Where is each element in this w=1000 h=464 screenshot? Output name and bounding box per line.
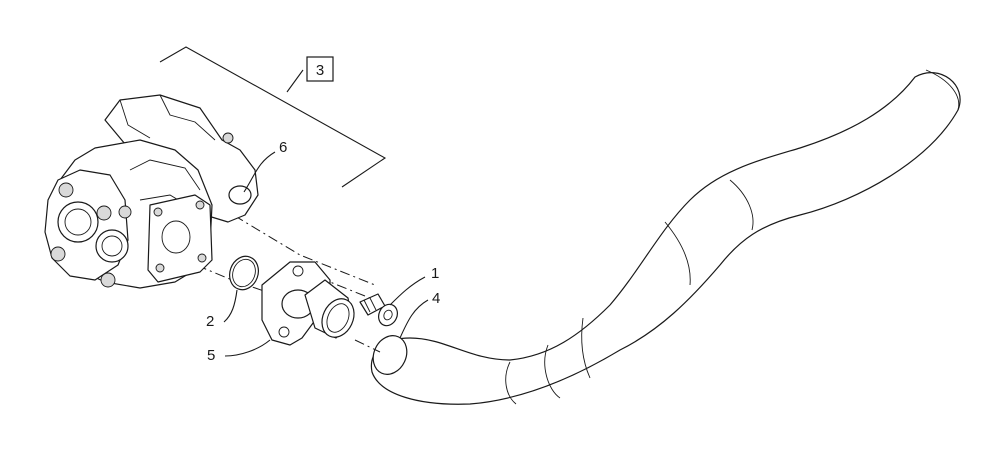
- callout-leaders: [223, 151, 429, 357]
- callout-1[interactable]: 1: [431, 265, 439, 282]
- callout-6[interactable]: 6: [279, 139, 287, 156]
- suction-hose[interactable]: [367, 69, 961, 405]
- cap-screw[interactable]: [359, 293, 401, 329]
- hydraulic-pump[interactable]: [44, 94, 259, 289]
- callout-4[interactable]: 4: [432, 290, 440, 307]
- o-ring[interactable]: [225, 252, 263, 294]
- callout-2[interactable]: 2: [206, 313, 214, 330]
- assembly-bracket: [159, 46, 387, 188]
- assembly-ref-label: 3: [316, 62, 324, 79]
- flange-fitting[interactable]: [261, 261, 360, 346]
- callout-5[interactable]: 5: [207, 347, 215, 364]
- assembly-ref-box[interactable]: 3: [306, 56, 334, 82]
